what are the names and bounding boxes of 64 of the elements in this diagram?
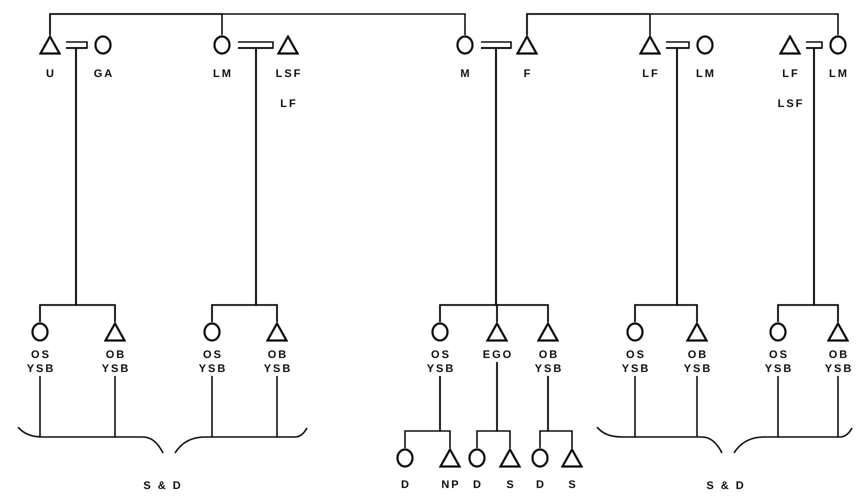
descent-line (676, 47, 698, 322)
kin-term-label: LSF (776, 97, 804, 111)
kin-term-label: S & D (142, 479, 183, 493)
kin-term-label: D (535, 478, 546, 492)
kin-term-label: U (45, 67, 56, 81)
kin-term-label: LF (781, 67, 800, 81)
kin-term-label: OB (266, 348, 288, 362)
kin-term-label: YSB (824, 362, 854, 376)
marriage-line (805, 41, 823, 49)
marriage-line (237, 41, 274, 49)
sibling-line (526, 13, 839, 35)
descent-line (547, 376, 573, 448)
kin-term-label: YSB (620, 362, 650, 376)
descent-line (495, 47, 549, 322)
kin-term-label: LF (641, 67, 660, 81)
kin-term-label: YSB (764, 362, 794, 376)
kin-term-label: OS (768, 348, 789, 362)
kin-term-label: M (459, 67, 472, 81)
descent-line (813, 47, 839, 322)
descent-line (696, 376, 698, 437)
kin-term-label: OB (686, 348, 708, 362)
kin-term-label: OS (430, 348, 451, 362)
kin-term-label: OB (104, 348, 126, 362)
kin-term-label: NP (440, 478, 461, 492)
descent-line (114, 376, 116, 437)
kin-term-label: D (400, 478, 411, 492)
kin-term-label: YSB (682, 362, 712, 376)
kin-term-label: OS (30, 348, 51, 362)
kin-term-label: OB (828, 348, 850, 362)
kin-term-label: YSB (534, 362, 564, 376)
descent-line (837, 376, 839, 437)
marriage-line (480, 41, 512, 49)
descent-line (211, 376, 213, 437)
kin-term-label: YSB (426, 362, 456, 376)
kin-term-label: S (567, 478, 578, 492)
kin-term-label: YSB (198, 362, 228, 376)
descent-line (496, 362, 511, 448)
kin-term-label: S & D (705, 479, 746, 493)
kin-term-label: S (505, 478, 516, 492)
descent-line (255, 47, 278, 322)
kin-term-label: OS (625, 348, 646, 362)
descent-line (39, 376, 41, 437)
descent-line (777, 376, 779, 437)
sibling-line (49, 13, 466, 35)
kin-term-label: GA (92, 67, 114, 81)
marriage-line (65, 41, 88, 49)
kin-term-label: YSB (262, 362, 292, 376)
kin-term-label: LF (279, 97, 298, 111)
descent-line (276, 376, 278, 437)
kin-term-label: YSB (100, 362, 130, 376)
marriage-line (665, 41, 690, 49)
kin-term-label: D (472, 478, 483, 492)
kin-term-label: EGO (482, 348, 514, 362)
descent-line (634, 376, 636, 437)
kin-term-label: LSF (274, 67, 302, 81)
kin-term-label: OS (202, 348, 223, 362)
kin-term-label: LM (695, 67, 716, 81)
descent-line (75, 47, 116, 322)
kin-term-label: LM (212, 67, 233, 81)
kin-term-label: F (522, 67, 532, 81)
kin-term-label: LM (828, 67, 849, 81)
kin-term-label: YSB (26, 362, 56, 376)
descent-line (439, 376, 451, 448)
kin-term-label: OB (538, 348, 560, 362)
